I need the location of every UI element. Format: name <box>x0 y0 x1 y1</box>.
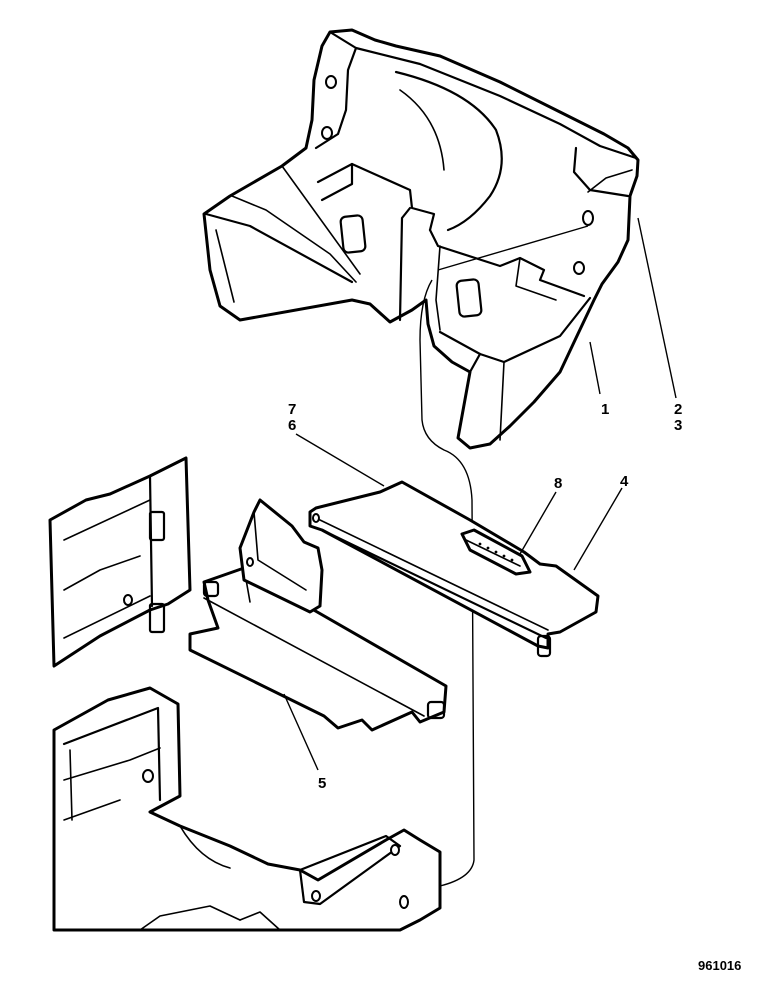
callout-7: 7 <box>288 401 296 418</box>
callout-5: 5 <box>318 775 326 792</box>
hood-cover-part-1 <box>202 28 640 450</box>
callout-6: 6 <box>288 417 296 434</box>
callout-4: 4 <box>620 473 629 490</box>
callout-8: 8 <box>554 475 562 492</box>
leader-lines <box>283 217 677 771</box>
callout-2: 2 <box>674 401 682 418</box>
edge-strip-part-8 <box>460 528 532 576</box>
side-frame-panel <box>48 456 192 668</box>
drawing-number: 961016 <box>698 958 741 973</box>
upright-bracket <box>238 498 324 614</box>
callout-3: 3 <box>674 417 682 434</box>
callout-1: 1 <box>601 401 609 418</box>
lower-chassis-frame <box>52 686 442 932</box>
cover-panel-part-4 <box>308 480 600 658</box>
